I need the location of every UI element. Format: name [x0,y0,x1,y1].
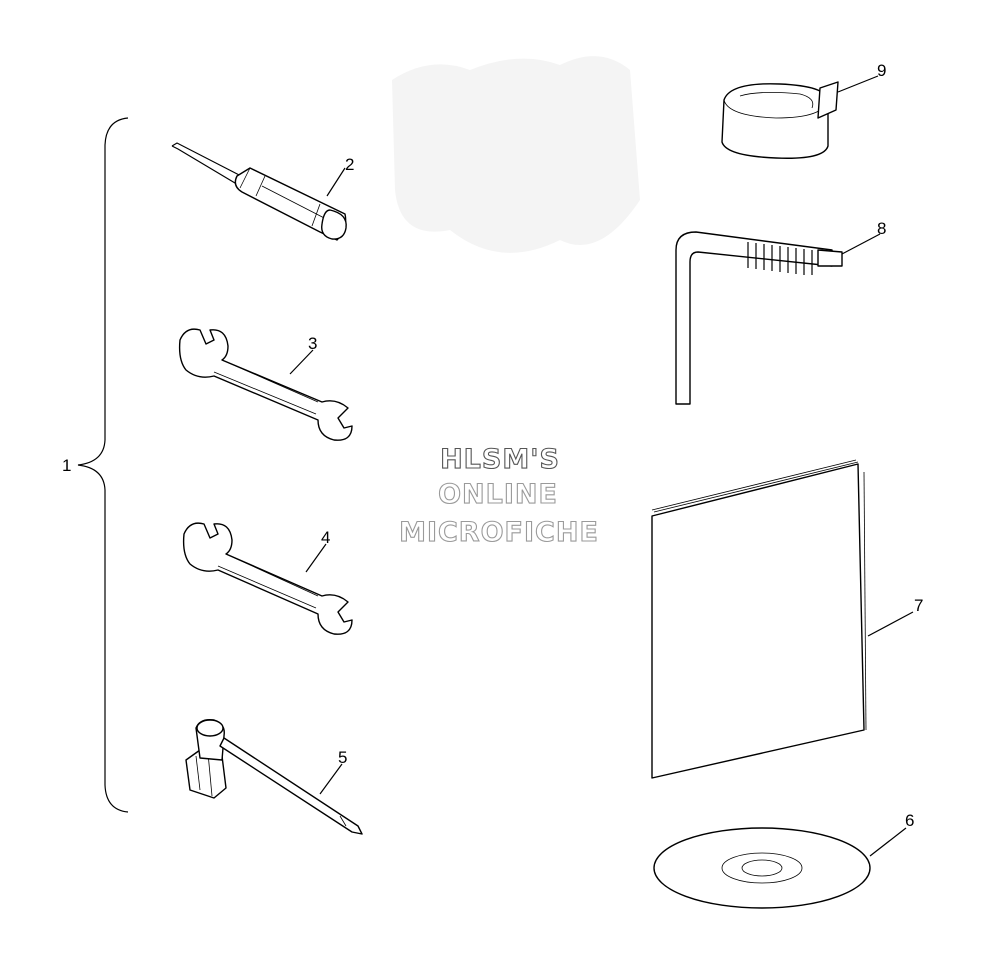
watermark-line-1: HLSM'S [440,444,560,475]
watermark: HLSM'S ONLINE MICROFICHE [399,443,599,548]
callout-7: 7 [914,596,923,615]
strap-part [721,81,839,159]
socket-wrench-part [185,718,363,835]
watermark-line-3: MICROFICHE [399,517,599,548]
wrench-lower-part [182,522,353,635]
callout-labels: 1 2 3 4 5 6 7 8 9 [62,61,923,830]
callout-3: 3 [308,334,317,353]
manual-booklet-part [651,459,867,779]
screwdriver-part [171,142,347,241]
cd-disc-part [653,827,871,909]
callout-8: 8 [877,219,886,238]
callout-6: 6 [905,811,914,830]
tool-set-bracket [77,117,129,813]
callout-2: 2 [345,155,354,174]
callout-1: 1 [62,456,71,475]
callout-9: 9 [877,61,886,80]
hex-key-part [675,231,843,405]
wrench-upper-part [178,328,353,441]
watermark-line-2: ONLINE [438,479,558,510]
callout-5: 5 [338,748,347,767]
leader-lines [289,75,914,857]
callout-4: 4 [321,528,330,547]
grip-coils [747,242,813,275]
background-scan-artifact [392,56,640,253]
